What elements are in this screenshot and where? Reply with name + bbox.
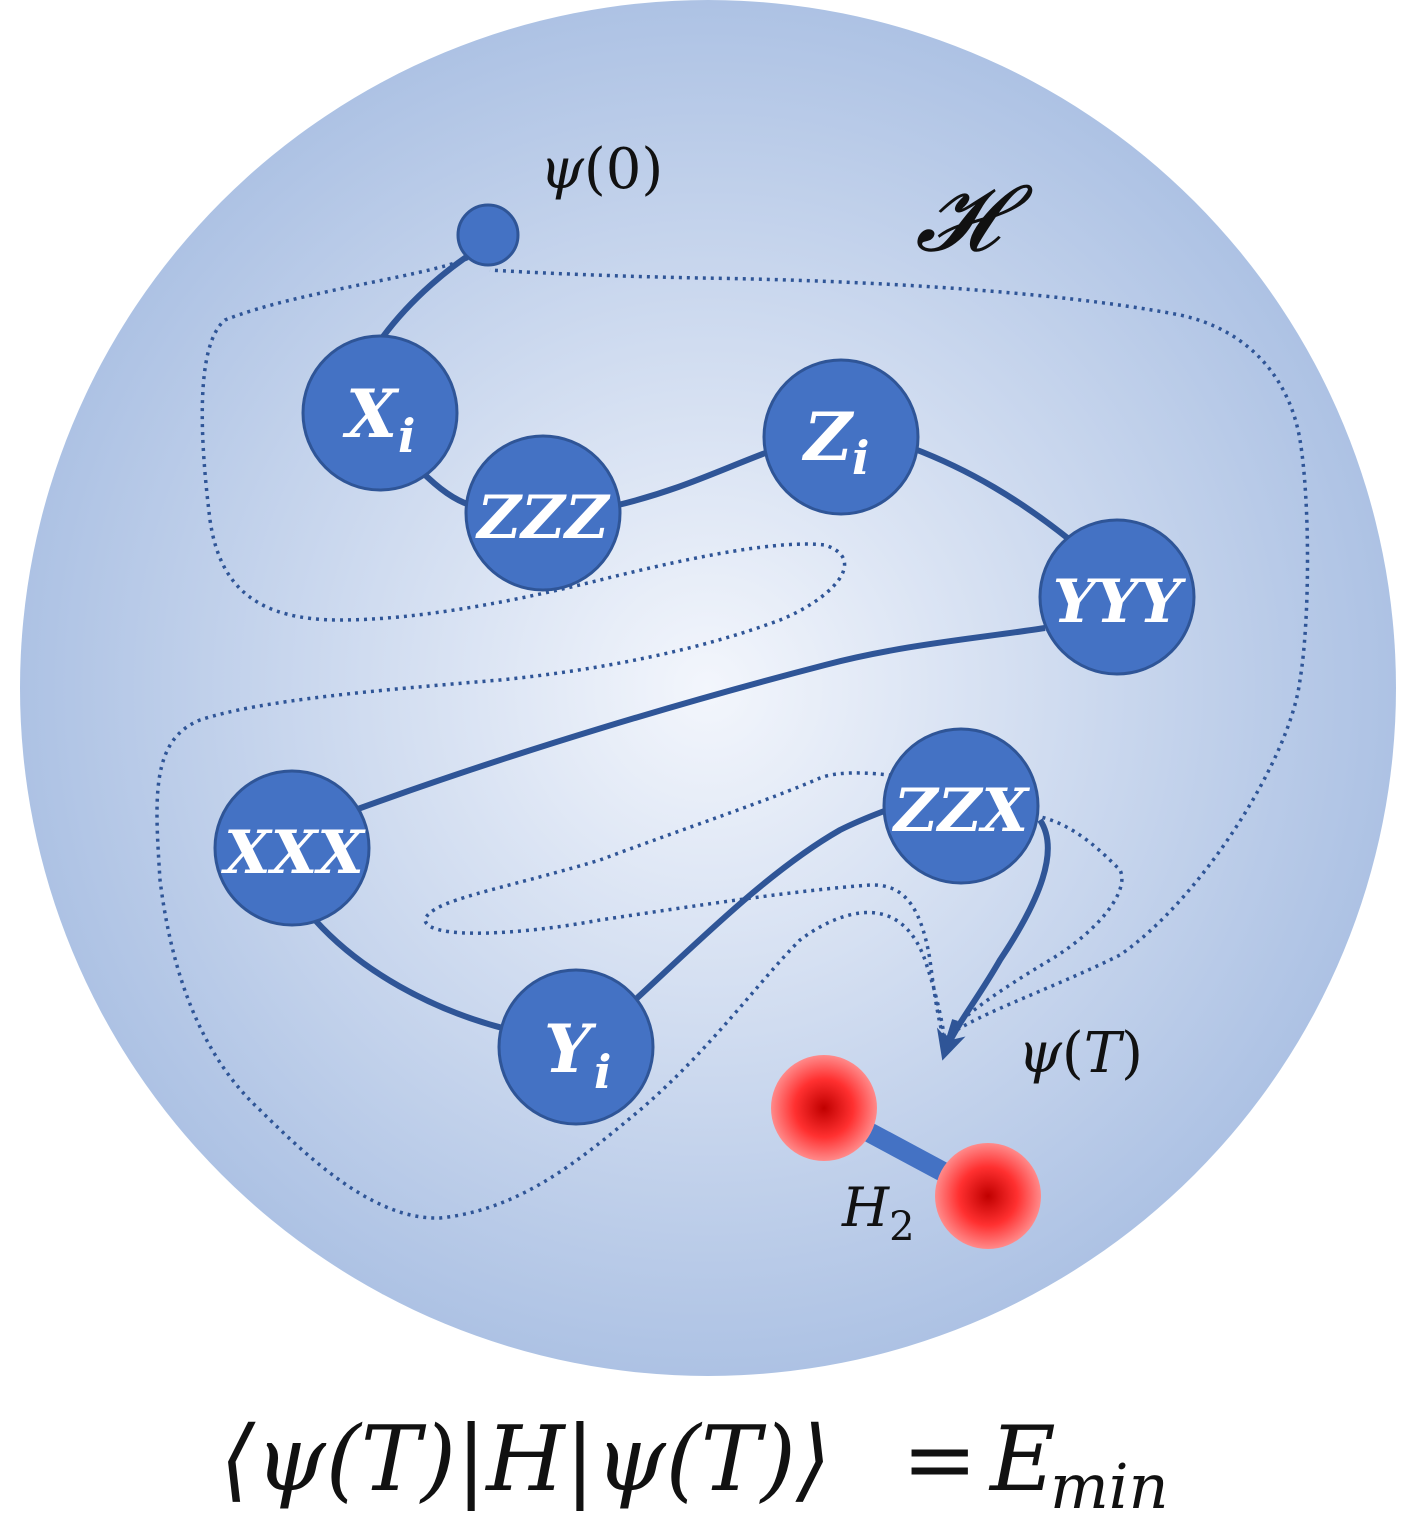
equation-rhs: E — [988, 1407, 1056, 1512]
initial-state-dot — [456, 203, 520, 267]
svg-text:i: i — [852, 431, 869, 485]
energy-equation: ⟨ψ(T)|H|ψ(T)⟩ = E min — [220, 1407, 1169, 1523]
svg-text:ZZX: ZZX — [892, 776, 1031, 846]
svg-text:ZZZ: ZZZ — [475, 483, 611, 553]
dotted-trajectory — [155, 253, 1310, 1220]
node-yi: Y i — [497, 968, 655, 1126]
node-xi: X i — [301, 334, 459, 492]
evolution-path — [312, 239, 1072, 1047]
equation-equals: = — [902, 1407, 977, 1512]
initial-state-label: ψ(0) — [540, 137, 663, 202]
hydrogen-atom-1 — [771, 1055, 877, 1161]
svg-text:Y: Y — [544, 1010, 597, 1088]
svg-text:Z: Z — [801, 398, 855, 476]
svg-text:X: X — [342, 375, 400, 453]
node-zi: Z i — [762, 358, 920, 516]
svg-text:XXX: XXX — [220, 818, 366, 888]
molecule-label: H2 — [841, 1176, 915, 1250]
node-xxx: XXX — [213, 769, 371, 927]
node-yyy: YYY — [1038, 518, 1196, 676]
svg-text:YYY: YYY — [1053, 567, 1187, 637]
arrow-to-final-state — [936, 1019, 966, 1061]
hilbert-space-sphere — [20, 0, 1396, 1376]
final-state-label: ψ(T) — [1018, 1021, 1143, 1086]
equation-lhs: ⟨ψ(T)|H|ψ(T)⟩ — [220, 1407, 831, 1512]
node-zzz: ZZZ — [464, 434, 622, 592]
svg-text:i: i — [594, 1045, 611, 1099]
equation-rhs-subscript: min — [1050, 1450, 1169, 1523]
svg-text:i: i — [398, 409, 415, 463]
hydrogen-atom-2 — [935, 1143, 1041, 1249]
node-zzx: ZZX — [882, 727, 1040, 885]
h2-molecule — [771, 1055, 1041, 1249]
